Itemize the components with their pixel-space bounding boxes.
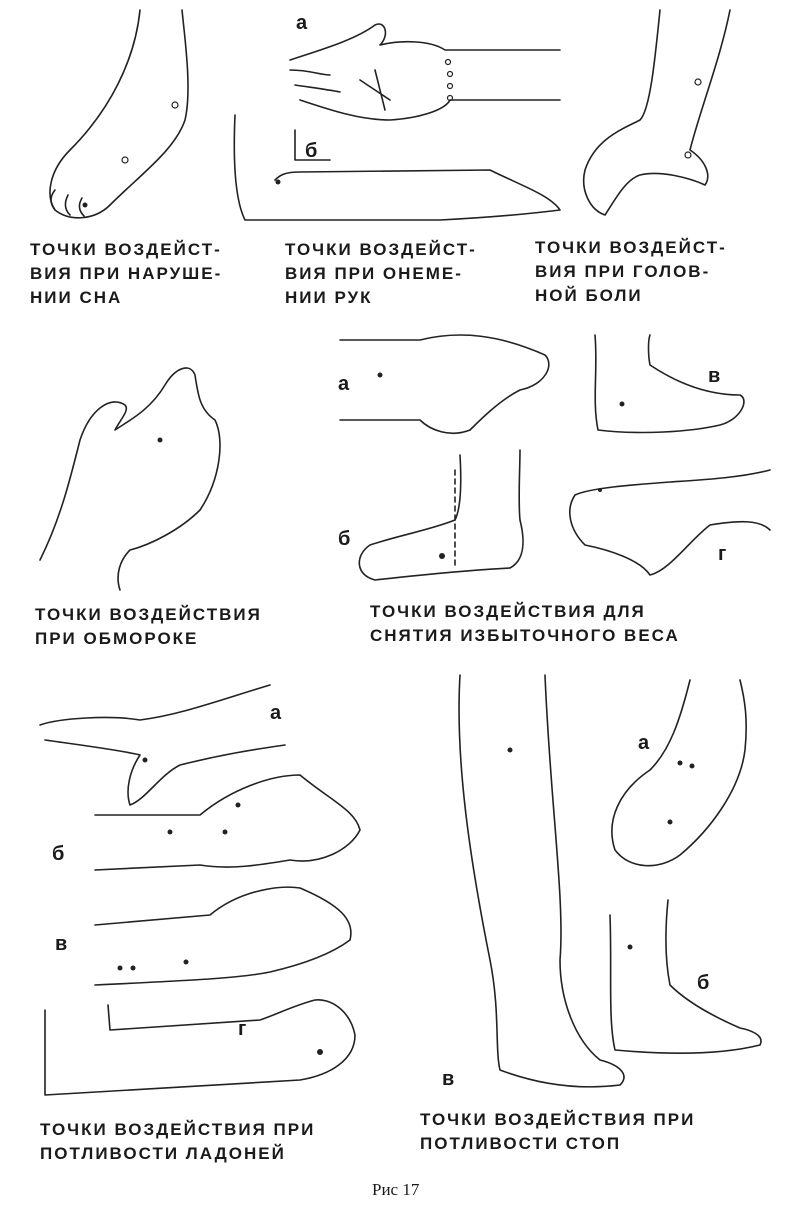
foot-illustration-sleep (49, 9, 189, 219)
label-feet-v: в (442, 1068, 455, 1090)
label-weight-v: в (708, 365, 721, 387)
arm-illustration-palms-g (44, 999, 356, 1096)
caption-line: ТОЧКИ ВОЗДЕЙСТ- (535, 238, 727, 257)
caption-line: ТОЧКИ ВОЗДЕЙСТВИЯ (35, 605, 262, 624)
caption-line: ПОТЛИВОСТИ СТОП (420, 1134, 622, 1153)
label-palms-v: в (55, 933, 68, 955)
caption-line: НОЙ БОЛИ (535, 286, 643, 305)
caption-weight: ТОЧКИ ВОЗДЕЙСТВИЯ ДЛЯ СНЯТИЯ ИЗБЫТОЧНОГО… (370, 600, 680, 648)
hand-illustration-headache (583, 9, 731, 216)
label-weight-a: а (338, 373, 350, 395)
caption-feet: ТОЧКИ ВОЗДЕЙСТВИЯ ПРИ ПОТЛИВОСТИ СТОП (420, 1108, 695, 1156)
caption-sleep: ТОЧКИ ВОЗДЕЙСТ- ВИЯ ПРИ НАРУШЕ- НИИ СНА (30, 238, 222, 310)
label-weight-g: г (718, 543, 727, 565)
caption-line: ВИЯ ПРИ НАРУШЕ- (30, 264, 223, 283)
label-numbness-a: а (296, 12, 308, 34)
caption-line: ВИЯ ПРИ ГОЛОВ- (535, 262, 711, 281)
caption-line: ПОТЛИВОСТИ ЛАДОНЕЙ (40, 1144, 286, 1163)
caption-line: ТОЧКИ ВОЗДЕЙСТ- (30, 240, 222, 259)
hand-illustration-fainting (39, 367, 221, 591)
label-feet-b: б (697, 972, 710, 994)
caption-line: ТОЧКИ ВОЗДЕЙСТВИЯ ПРИ (420, 1110, 696, 1129)
caption-line: ВИЯ ПРИ ОНЕМЕ- (285, 264, 463, 283)
hand-illustration-palms-a (39, 684, 286, 806)
foot-illustration-weight-v (594, 334, 745, 434)
label-palms-b: б (52, 843, 65, 865)
caption-numbness: ТОЧКИ ВОЗДЕЙСТ- ВИЯ ПРИ ОНЕМЕ- НИИ РУК (285, 238, 477, 310)
hand-illustration-palms-b (94, 774, 361, 871)
caption-line: ТОЧКИ ВОЗДЕЙСТВИЯ ДЛЯ (370, 602, 646, 621)
caption-palms: ТОЧКИ ВОЗДЕЙСТВИЯ ПРИ ПОТЛИВОСТИ ЛАДОНЕЙ (40, 1118, 315, 1166)
hand-illustration-palms-v (94, 886, 352, 986)
leg-illustration-feet-v (458, 674, 625, 1088)
label-numbness-b: б (305, 140, 318, 162)
caption-line: СНЯТИЯ ИЗБЫТОЧНОГО ВЕСА (370, 626, 680, 645)
label-weight-b: б (338, 528, 351, 550)
label-feet-a: а (638, 732, 650, 754)
caption-line: ПРИ ОБМОРОКЕ (35, 629, 199, 648)
hand-illustration-numbness-a (289, 23, 561, 121)
caption-line: НИИ РУК (285, 288, 373, 307)
label-palms-g: г (238, 1018, 247, 1040)
caption-headache: ТОЧКИ ВОЗДЕЙСТ- ВИЯ ПРИ ГОЛОВ- НОЙ БОЛИ (535, 236, 727, 308)
foot-illustration-feet-b (609, 899, 762, 1055)
foot-illustration-weight-b (358, 449, 524, 581)
label-palms-a: а (270, 702, 282, 724)
caption-line: НИИ СНА (30, 288, 123, 307)
arm-illustration-numbness-b (233, 114, 561, 221)
hand-illustration-weight-g (569, 469, 771, 576)
caption-line: ТОЧКИ ВОЗДЕЙСТ- (285, 240, 477, 259)
hand-illustration-weight-a (339, 334, 550, 435)
caption-fainting: ТОЧКИ ВОЗДЕЙСТВИЯ ПРИ ОБМОРОКЕ (35, 603, 262, 651)
figure-number: Рис 17 (372, 1180, 420, 1199)
caption-line: ТОЧКИ ВОЗДЕЙСТВИЯ ПРИ (40, 1120, 316, 1139)
foot-illustration-feet-a (611, 679, 747, 867)
